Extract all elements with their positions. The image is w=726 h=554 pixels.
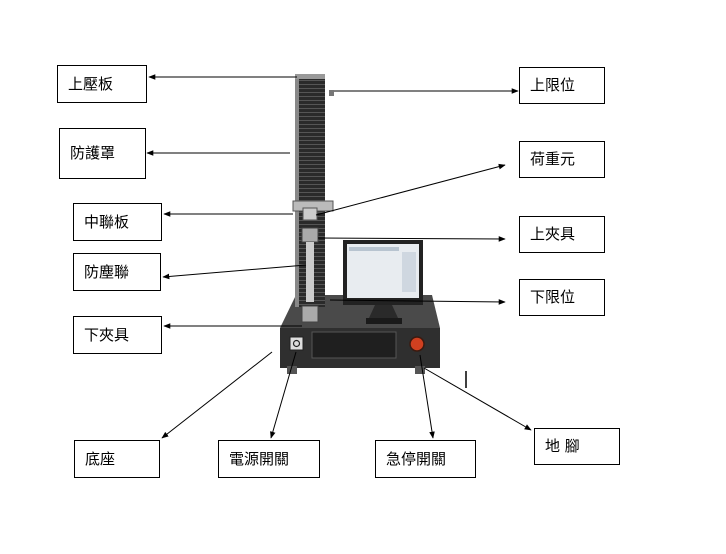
label-foot: 地 腳 [534, 428, 620, 465]
foot-right [415, 366, 425, 374]
label-power-switch: 電源開關 [218, 440, 320, 478]
foot-left [287, 366, 297, 374]
tensile-tester [280, 74, 440, 374]
lower-clamp-shape [301, 305, 319, 323]
label-load-cell: 荷重元 [519, 141, 605, 178]
label-guard: 防護罩 [59, 128, 146, 179]
upper-clamp-shape [301, 227, 319, 243]
power-switch-icon [289, 336, 304, 351]
label-base: 底座 [74, 440, 160, 478]
label-upper-limit: 上限位 [519, 67, 605, 104]
label-upper-clamp: 上夾具 [519, 216, 605, 253]
upper-plate-shape [295, 74, 325, 79]
label-dust-cover: 防塵聯 [73, 253, 161, 291]
label-lower-limit: 下限位 [519, 279, 605, 316]
emergency-stop-icon [409, 336, 425, 352]
label-middle-plate: 中聯板 [73, 203, 162, 241]
label-lower-clamp: 下夾具 [73, 316, 162, 354]
label-emergency-stop: 急停開關 [375, 440, 476, 478]
leader-lines [146, 74, 532, 439]
label-upper-plate: 上壓板 [57, 65, 147, 103]
load-cell-shape [302, 207, 318, 221]
